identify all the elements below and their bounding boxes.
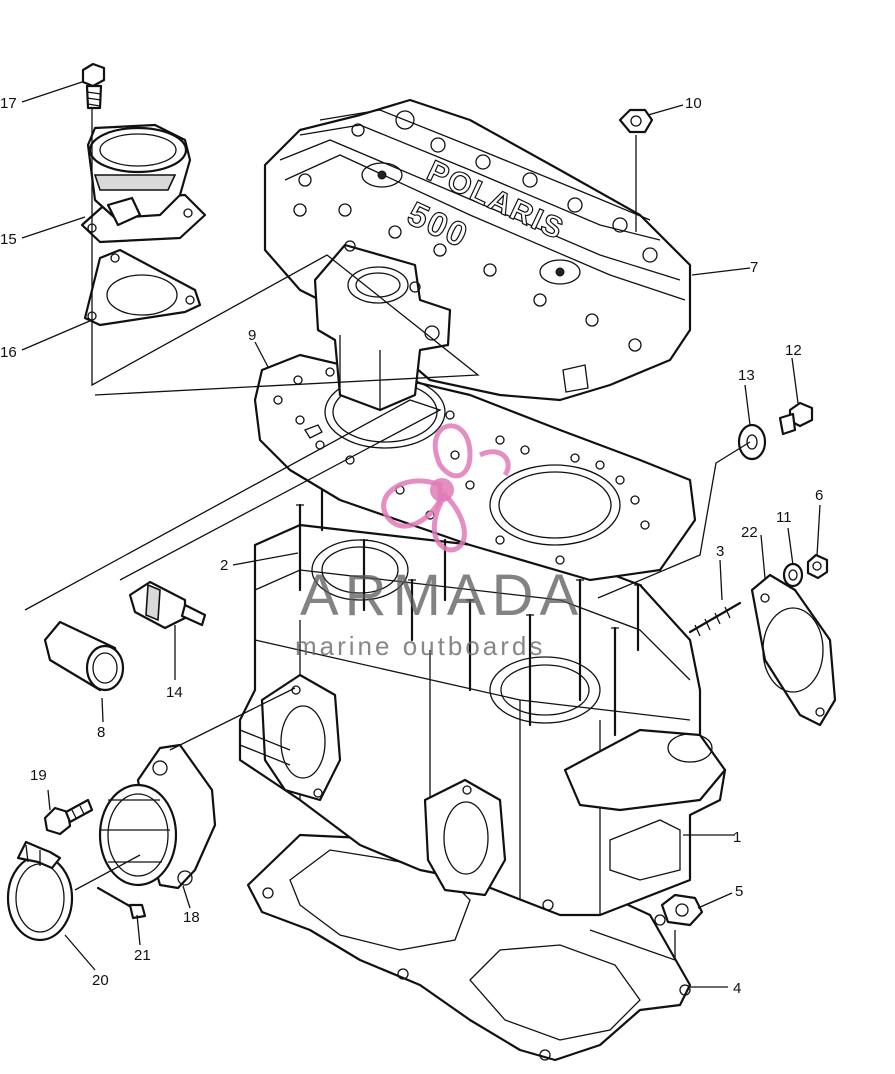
sensor-cap (43, 620, 125, 692)
callout-8: 8 (97, 724, 105, 741)
callout-12: 12 (785, 342, 802, 359)
callout-5: 5 (735, 883, 743, 900)
thermostat-bolt (81, 62, 106, 110)
callout-14: 14 (166, 684, 183, 701)
nut-5 (660, 893, 704, 927)
callout-19: 19 (30, 767, 47, 784)
callout-18: 18 (183, 909, 200, 926)
washer-11 (782, 562, 804, 588)
exhaust-stud-3 (688, 601, 742, 637)
plug-12 (778, 401, 814, 436)
callout-15: 15 (0, 231, 17, 248)
exhaust-gasket-22 (750, 573, 837, 727)
head-gasket (253, 353, 697, 582)
callout-4: 4 (733, 980, 741, 997)
callout-20: 20 (92, 972, 109, 989)
cylinder-studs (296, 466, 642, 737)
assembly-guide-lines (24, 108, 751, 961)
callout-17: 17 (0, 95, 17, 112)
temperature-sensor (128, 580, 207, 630)
callout-leaders (21, 81, 821, 988)
cylinder-block (238, 523, 727, 917)
water-outlet-housing (313, 240, 452, 412)
nut-6 (806, 553, 829, 580)
hose-clamp (6, 840, 74, 942)
callout-7: 7 (750, 259, 758, 276)
adapter-bolt (43, 798, 94, 836)
watermark-tagline: marine outboards (295, 631, 545, 661)
callout-22: 22 (741, 524, 758, 541)
watermark-brand: ARMADA (300, 563, 584, 628)
intake-flange-adapter (98, 743, 217, 890)
clamp-screw (96, 886, 147, 920)
callout-16: 16 (0, 344, 17, 361)
cylinder-head-cover: 500 POLARIS (263, 98, 692, 402)
callout-21: 21 (134, 947, 151, 964)
callout-10: 10 (685, 95, 702, 112)
watermark-logo-icon (381, 423, 511, 553)
callout-labels: 1 2 3 4 5 6 7 8 9 10 11 12 13 14 15 16 1… (0, 95, 823, 997)
callout-3: 3 (716, 543, 724, 560)
callout-9: 9 (248, 327, 256, 344)
callout-6: 6 (815, 487, 823, 504)
washer-13 (737, 423, 767, 461)
cover-nut (618, 108, 654, 134)
callout-2: 2 (220, 557, 228, 574)
thermostat-gasket (83, 248, 202, 327)
callout-13: 13 (738, 367, 755, 384)
callout-11: 11 (776, 509, 792, 526)
thermostat-cover (80, 123, 207, 244)
callout-1: 1 (733, 829, 741, 846)
watermark: ARMADA marine outboards (295, 423, 584, 661)
